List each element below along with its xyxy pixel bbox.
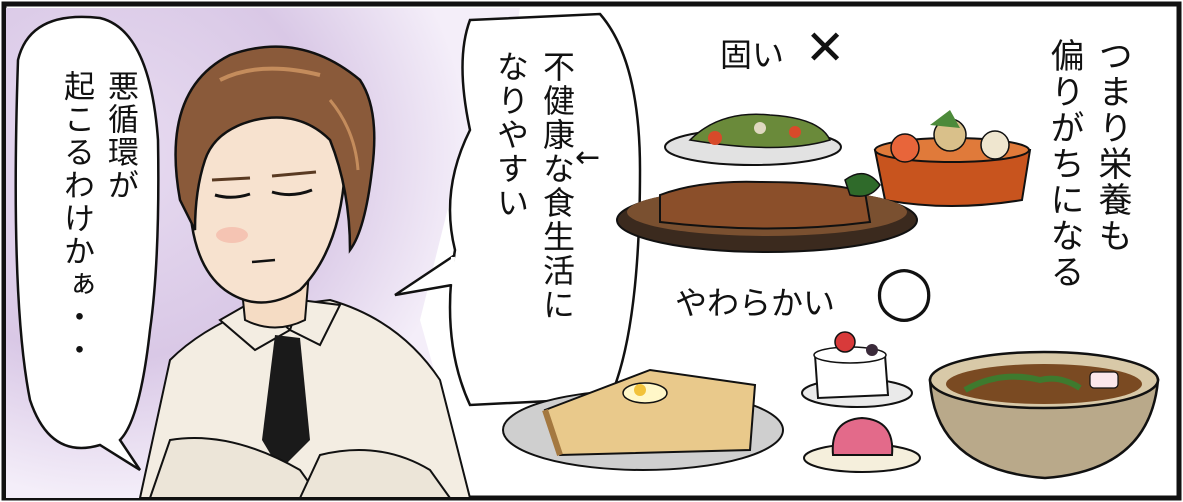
left-speech-bubble (14, 15, 160, 472)
parsley (844, 172, 881, 197)
nimono-bowl (873, 149, 1032, 207)
hard-label: 固い (720, 36, 785, 74)
kamaboko (1089, 371, 1119, 389)
left-bubble-line-1: 悪循環が (102, 70, 138, 202)
right-eye-closed (271, 188, 313, 197)
circle-mark-icon: ◯ (875, 262, 934, 322)
carrot (890, 133, 920, 163)
left-bubble-line-2: 起こるわけかぁ・・ (58, 70, 94, 367)
left-eyebrow (211, 176, 251, 182)
steak (659, 180, 872, 230)
right-narration-text: つまり栄養も 偏りがちになる (1040, 38, 1136, 338)
cheek-blush (216, 227, 248, 243)
green-onion (963, 373, 1082, 393)
soft-label: やわらかい (675, 284, 836, 322)
right-narration-line-2: 偏りがちになる (1044, 38, 1084, 290)
middle-bubble-line-1: 不健康な食生活に (538, 50, 576, 322)
character-tie (262, 335, 310, 470)
hair-highlight (219, 66, 321, 82)
crossed-arm-left (148, 437, 322, 499)
lotus-root (980, 130, 1010, 160)
right-eyebrow (271, 170, 317, 178)
middle-bubble-text: 不健康な食生活に なりやすい (488, 50, 580, 400)
arrow-left-icon: ← (575, 140, 601, 175)
character-hair (174, 45, 376, 254)
strawberry (834, 331, 856, 353)
jelly (831, 416, 894, 456)
middle-speech-bubble (448, 12, 642, 407)
cross-mark-icon: ✕ (805, 20, 846, 76)
left-eye-closed (214, 192, 251, 199)
left-bubble-text: 悪循環が 起こるわけかぁ・・ (54, 70, 142, 450)
middle-bubble-line-2: なりやすい (492, 50, 530, 220)
crossed-arm-right (298, 449, 452, 499)
middle-bubble-tail (394, 253, 456, 297)
character-mouth (251, 258, 276, 264)
right-narration-line-1: つまり栄養も (1092, 38, 1132, 254)
